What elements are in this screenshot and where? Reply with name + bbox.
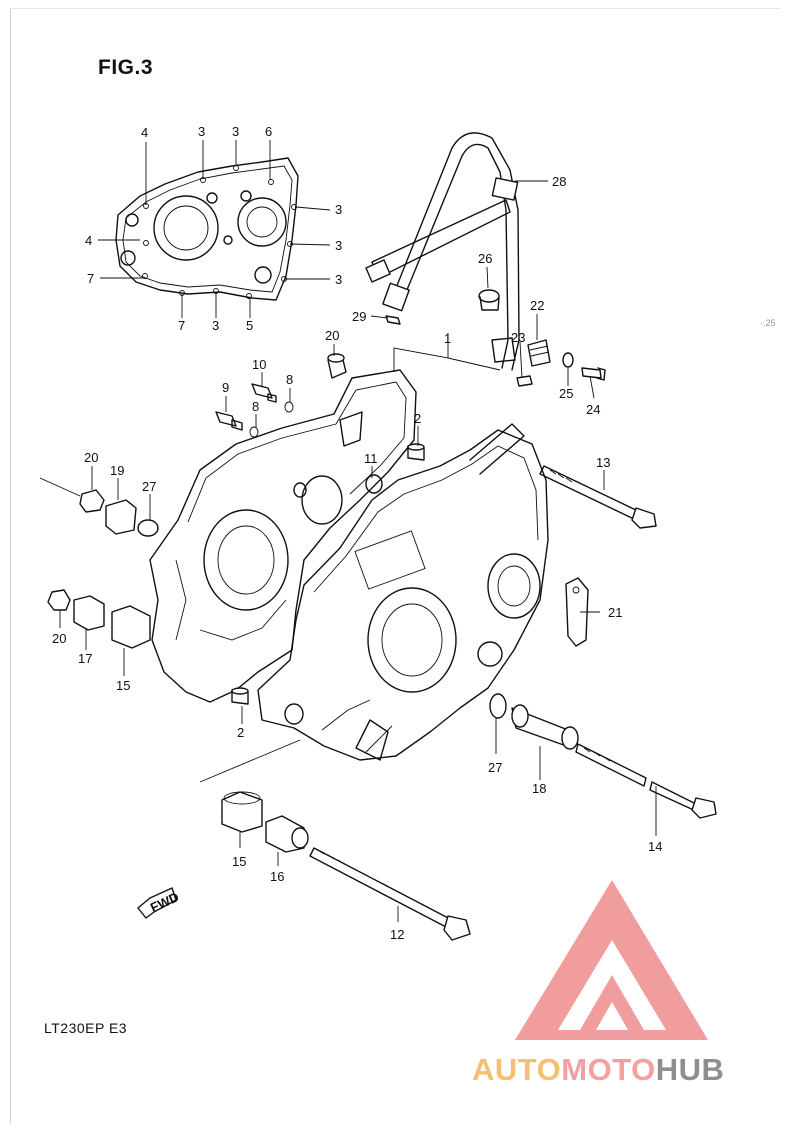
callout-labels: 4 3 3 6 3 4 3 7 3 7 3 5 28 26 29 22 23 1… bbox=[52, 124, 662, 942]
callout-18: 18 bbox=[532, 781, 546, 796]
callout-28: 28 bbox=[552, 174, 566, 189]
callout-3: 3 bbox=[335, 272, 342, 287]
breather-small-parts bbox=[385, 289, 606, 387]
callout-21: 21 bbox=[608, 605, 622, 620]
callout-10: 10 bbox=[252, 357, 266, 372]
watermark-part-hub: HUB bbox=[655, 1052, 725, 1087]
callout-4: 4 bbox=[141, 125, 148, 140]
callout-24: 24 bbox=[586, 402, 600, 417]
callout-29: 29 bbox=[352, 309, 366, 324]
callout-5: 5 bbox=[246, 318, 253, 333]
page-border bbox=[10, 8, 780, 1123]
callout-19: 19 bbox=[110, 463, 124, 478]
callout-9: 9 bbox=[222, 380, 229, 395]
callout-6: 6 bbox=[265, 124, 272, 139]
callout-11: 11 bbox=[364, 451, 378, 466]
callout-8: 8 bbox=[252, 399, 259, 414]
watermark-logo bbox=[515, 880, 708, 1040]
bolt-13 bbox=[539, 465, 657, 529]
callout-12: 12 bbox=[390, 927, 404, 942]
callout-27: 27 bbox=[488, 760, 502, 775]
crankcase-right-half bbox=[257, 423, 549, 761]
callout-3: 3 bbox=[212, 318, 219, 333]
right-mount-hardware bbox=[489, 693, 717, 819]
crankcase-gasket bbox=[115, 157, 299, 301]
callout-7: 7 bbox=[87, 271, 94, 286]
watermark-part-auto: AUTO bbox=[472, 1052, 562, 1087]
callout-2: 2 bbox=[414, 411, 421, 426]
callout-13: 13 bbox=[596, 455, 610, 470]
leader-lines bbox=[59, 140, 657, 922]
fwd-arrow-icon: FWD bbox=[137, 887, 181, 919]
callout-4: 4 bbox=[85, 233, 92, 248]
callout-7: 7 bbox=[178, 318, 185, 333]
stray-mark: ·.25 bbox=[760, 318, 776, 328]
watermark-part-moto: MOTO bbox=[561, 1052, 656, 1087]
fwd-label: FWD bbox=[148, 889, 181, 915]
crankcase-left-half bbox=[149, 369, 417, 703]
left-mount-hardware bbox=[39, 477, 159, 649]
callout-15: 15 bbox=[116, 678, 130, 693]
callout-1: 1 bbox=[444, 331, 451, 346]
callout-16: 16 bbox=[270, 869, 284, 884]
callout-20: 20 bbox=[84, 450, 98, 465]
figure-title: FIG.3 bbox=[98, 56, 154, 79]
oil-fittings bbox=[215, 353, 347, 438]
callout-20: 20 bbox=[325, 328, 339, 343]
clamp-21 bbox=[565, 577, 589, 647]
callout-20: 20 bbox=[52, 631, 66, 646]
callout-27: 27 bbox=[142, 479, 156, 494]
callout-15: 15 bbox=[232, 854, 246, 869]
dowel-pins bbox=[231, 443, 425, 705]
callout-8: 8 bbox=[286, 372, 293, 387]
callout-17: 17 bbox=[78, 651, 92, 666]
callout-26: 26 bbox=[478, 251, 492, 266]
model-code: LT230EP E3 bbox=[44, 1020, 128, 1036]
callout-14: 14 bbox=[648, 839, 662, 854]
callout-3: 3 bbox=[198, 124, 205, 139]
breather-hose bbox=[365, 132, 520, 371]
watermark-text: AUTOMOTOHUB bbox=[472, 1052, 724, 1088]
callout-25: 25 bbox=[559, 386, 573, 401]
callout-2: 2 bbox=[237, 725, 244, 740]
callout-23: 23 bbox=[511, 330, 525, 345]
callout-3: 3 bbox=[335, 202, 342, 217]
callout-3: 3 bbox=[335, 238, 342, 253]
callout-22: 22 bbox=[530, 298, 544, 313]
bottom-mount-hardware bbox=[221, 791, 471, 941]
callout-3: 3 bbox=[232, 124, 239, 139]
